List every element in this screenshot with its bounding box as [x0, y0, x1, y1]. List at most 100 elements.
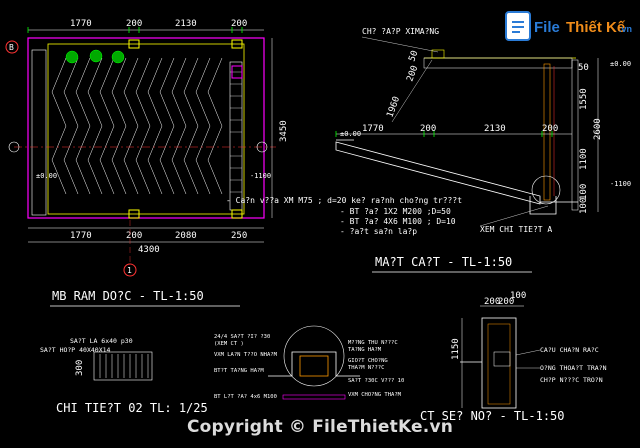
- plan-planters: [65, 49, 125, 64]
- plan-bottom-dim-3: 2080: [175, 231, 197, 241]
- plan-top-dim-1: 1770: [70, 19, 92, 29]
- detail-02-dim-1: 300: [75, 360, 85, 376]
- plan-drain-pit: [231, 65, 243, 79]
- plan-outer-wall: [27, 37, 265, 219]
- sewer-top-dim-3: 200: [498, 297, 514, 307]
- plan-column-2: [231, 39, 243, 49]
- detail-mid-label-4: BT?T TA?NG HA?M: [214, 368, 264, 374]
- section-slope-dim-3: 50: [407, 49, 420, 63]
- plan-ramp-boundary: [47, 43, 245, 215]
- grid-bubble-b-label: B: [9, 43, 14, 52]
- section-slope-leader: [391, 59, 433, 123]
- section-left-level: ±0.00: [340, 130, 361, 138]
- detail-mid-profile: [268, 351, 360, 377]
- grid-bubble-1-label: 1: [127, 266, 132, 275]
- sewer-pit: [481, 317, 517, 409]
- section-drain-pit: [529, 196, 557, 215]
- sewer-left-dim: 1150: [451, 338, 461, 360]
- section-dim-1: 1770: [362, 124, 384, 134]
- section-detail-leader: [479, 205, 549, 227]
- copyright-watermark: Copyright © FileThietKe.vn: [186, 417, 454, 437]
- logo-vn: .vn: [619, 24, 632, 34]
- plan-title: MB RAM DO?C - TL-1:50: [52, 289, 204, 303]
- plan-top-ticks: [27, 27, 243, 33]
- plan-level-left: ±0.00: [36, 172, 57, 180]
- section-right-wall: [543, 63, 551, 201]
- grid-bubble-b: [5, 40, 19, 54]
- detail-middle: 24/4 SA?T ?I? ?30 (XEM CT ) VXM LA?N T??…: [214, 325, 404, 400]
- section-slope-dim-1: 1960: [385, 95, 402, 119]
- section-top-label: CH? ?A?P XIMA?NG: [362, 27, 439, 36]
- section-right-dim-4: 100: [579, 184, 589, 200]
- detail-mid-label-10: SA?T ?30C V??? 10: [348, 378, 404, 384]
- detail-mid-base: [282, 394, 346, 400]
- detail-mid-label-2: (XEM CT ): [214, 341, 244, 347]
- section-slope-dim-2: 200: [405, 64, 420, 83]
- sewer-label-2: O?NG THOA?T TRA?N: [540, 364, 607, 372]
- grid-bubble-1: [123, 263, 137, 277]
- detail-sewer: 200 100 200 1150 CA?U CHA?N RA?C O?NG TH…: [420, 291, 607, 423]
- plan-column-3: [128, 209, 140, 219]
- section-marker-left: [8, 141, 20, 153]
- detail-02: SA?T LA 6x40 p30 SA?T HO?P 40X40X14 300 …: [40, 337, 208, 415]
- sewer-top-dim-1: 200: [484, 297, 500, 307]
- section-right-dim-5: 100: [579, 198, 589, 214]
- section-ramp-slab: [335, 141, 541, 205]
- section-detail-circle: [531, 175, 561, 205]
- sewer-pit-inner: [487, 323, 511, 405]
- detail-mid-label-7: TA?NG HA?M: [348, 347, 382, 353]
- section-right-top: 50: [578, 63, 589, 73]
- plan-note-3: - BT ?a? 4X6 M100 ; D=10: [340, 217, 456, 226]
- section-detail-callout: XEM CHI TIE?T A: [480, 225, 552, 234]
- plan-note-4: - ?a?t sa?n la?p: [340, 227, 417, 236]
- plan-left-wall: [31, 49, 47, 216]
- section-top-leader: [361, 36, 439, 53]
- plan-bottom-dim-2: 200: [126, 231, 142, 241]
- detail-mid-label-8: GIO?T CHO?NG: [348, 358, 388, 364]
- plan-drain-grate: [230, 71, 242, 193]
- filethietke-logo: File Thiết Kế .vn: [504, 8, 634, 44]
- plan-top-dim-2: 200: [126, 19, 142, 29]
- detail-02-label-1: SA?T LA 6x40 p30: [70, 337, 133, 345]
- section-dim-ticks: [335, 131, 553, 137]
- detail-mid-gutter: [299, 355, 329, 377]
- plan-column-4: [231, 209, 243, 219]
- plan-bottom-dim-4: 250: [231, 231, 247, 241]
- sewer-top-dim-2: 100: [510, 291, 526, 301]
- plan-total-dim: 4300: [138, 245, 160, 255]
- section-right-level-bottom: -1100: [610, 180, 631, 188]
- section-right-level-top: ±0.00: [610, 60, 631, 68]
- plan-column-1: [128, 39, 140, 49]
- detail-02-label-2: SA?T HO?P 40X40X14: [40, 346, 111, 354]
- plan-level-right: -1100: [250, 172, 271, 180]
- sewer-leader-1: [515, 349, 541, 356]
- detail-mid-circle: [283, 325, 345, 387]
- plan-bottom-dim-1: 1770: [70, 231, 92, 241]
- section-right-dim-3: 1100: [579, 148, 589, 170]
- detail-mid-label-3: VXM LA?N T??O NHA?M: [214, 352, 278, 358]
- detail-mid-label-5: BT L?T ?A? 4x6 M100: [214, 394, 277, 400]
- plan-height-dim: 3450: [279, 120, 289, 142]
- detail-mid-label-11: VXM CHO?NG THA?M: [348, 392, 402, 398]
- plan-view: 1770 200 2130 200 1770 200 2080 250 4300…: [5, 19, 462, 307]
- plan-top-dim-4: 200: [231, 19, 247, 29]
- logo-file: File: [534, 19, 560, 36]
- section-dim-3: 2130: [484, 124, 506, 134]
- section-dim-4: 200: [542, 124, 558, 134]
- plan-top-dim-3: 2130: [175, 19, 197, 29]
- sewer-label-1: CA?U CHA?N RA?C: [540, 346, 599, 354]
- plan-note-1: - Ca?n v??a XM M75 ; d=20 ke? ra?nh cho?…: [226, 196, 462, 205]
- section-view: 1770 200 2130 200 1960 200 50 CH? ?A?P X…: [335, 27, 631, 273]
- detail-02-title: CHI TIE?T 02 TL: 1/25: [56, 401, 208, 415]
- section-dim-2: 200: [420, 124, 436, 134]
- section-top-curb: [431, 49, 445, 59]
- detail-mid-label-1: 24/4 SA?T ?I? ?30: [214, 334, 270, 340]
- plan-note-2: - BT ?a? 1X2 M200 ;D=50: [340, 207, 451, 216]
- section-right-dim-1: 1550: [579, 88, 589, 110]
- detail-mid-label-6: M??NG THU N???C: [348, 340, 398, 346]
- section-right-dim-2: 2600: [593, 118, 603, 140]
- detail-02-frame: [93, 351, 153, 381]
- section-right-outer: [571, 59, 579, 211]
- detail-mid-label-9: THA?M N???C: [348, 365, 384, 371]
